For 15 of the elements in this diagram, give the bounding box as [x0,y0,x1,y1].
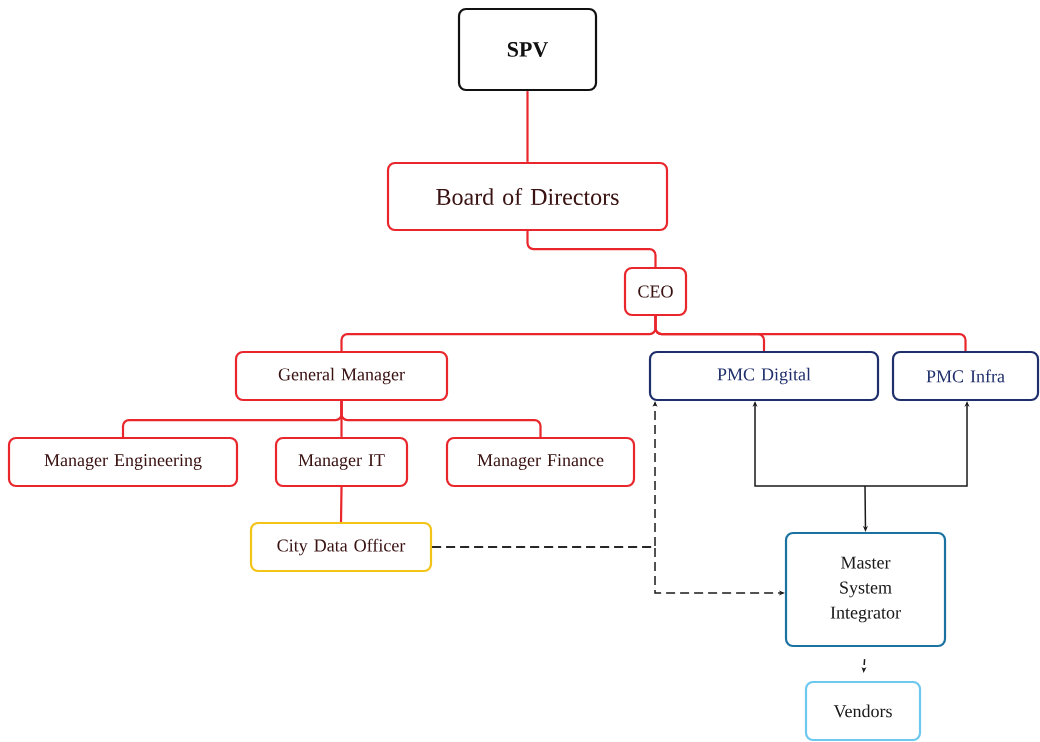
role-box: City Data Officer [249,521,433,573]
role-box: Manager IT [274,436,409,488]
role-box: Vendors [804,680,922,742]
connector-line [526,91,529,162]
connector-line [339,487,343,522]
role-box: General Manager [234,350,449,402]
role-box: Master System Integrator [784,531,947,648]
entity-box: SPV [457,7,598,92]
role-box: CEO [623,266,688,317]
role-box: Manager Finance [445,436,636,488]
role-box: Board of Directors [386,161,669,232]
role-box: Manager Engineering [7,436,239,488]
arrow [752,401,866,487]
role-box: PMC Infra [891,350,1040,402]
role-box: PMC Digital [648,350,880,402]
